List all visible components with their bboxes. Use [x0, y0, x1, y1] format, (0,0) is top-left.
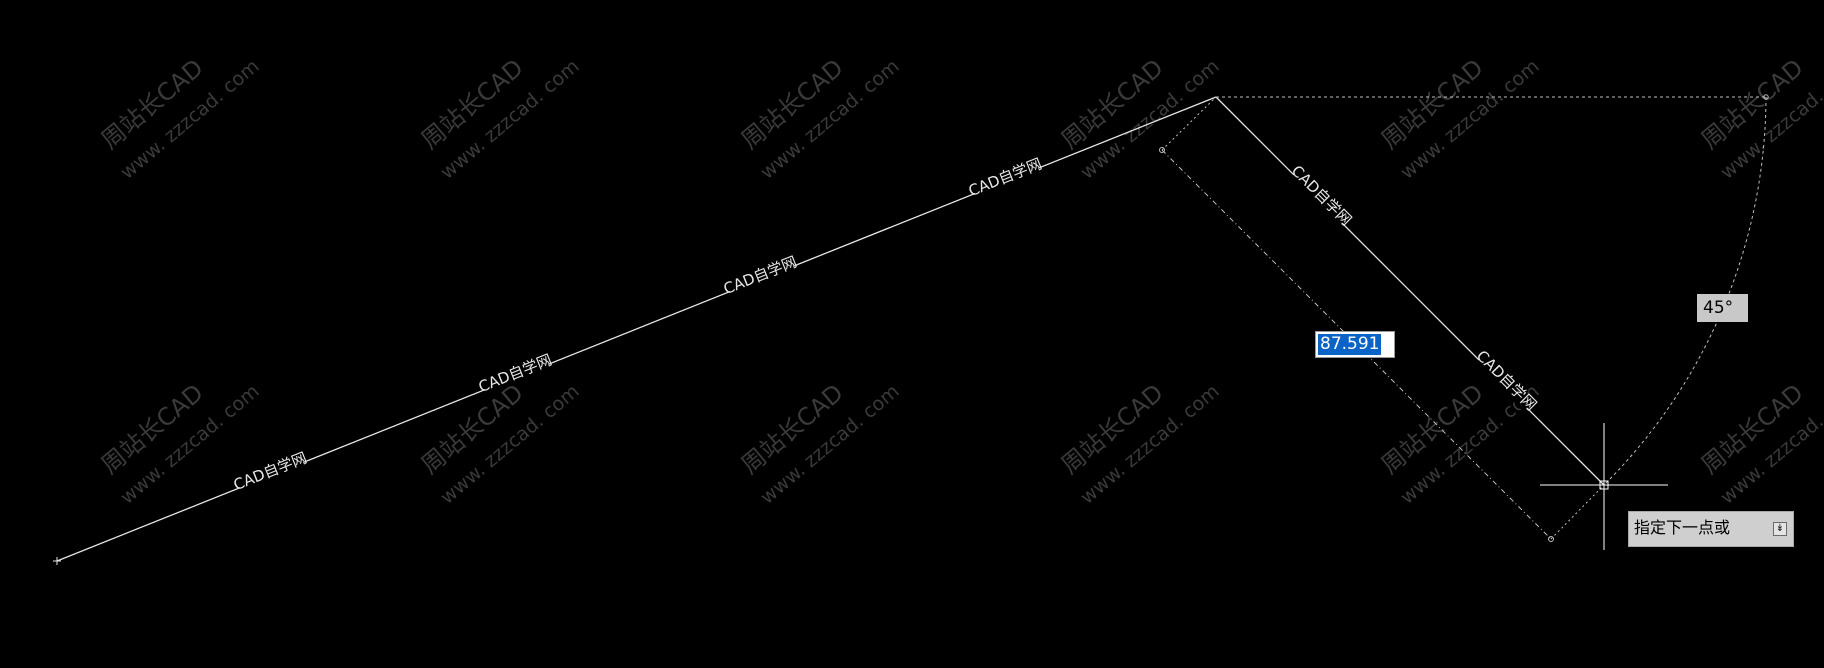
linetype-label-gap: [726, 257, 796, 298]
linetype-label-gap: [481, 355, 551, 396]
command-prompt-text: 指定下一点或: [1634, 518, 1731, 537]
extension-line-2: [1550, 484, 1605, 540]
dimension-endpoint-2: [1548, 536, 1554, 542]
dropdown-arrow-icon[interactable]: ↡: [1773, 522, 1787, 536]
linetype-label: CAD自学网: [1288, 162, 1355, 229]
linetype-label-gap: [1475, 352, 1535, 412]
linetype-label: CAD自学网: [966, 155, 1044, 200]
angle-input-field[interactable]: 45°: [1697, 294, 1748, 322]
linetype-label: CAD自学网: [721, 253, 799, 298]
linetype-label-gap: [236, 453, 306, 494]
linetype-label-gap: [971, 159, 1041, 200]
linetype-label: CAD自学网: [231, 449, 309, 494]
polyline-segment-2[interactable]: [1215, 96, 1605, 486]
command-prompt-tooltip[interactable]: 指定下一点或 ↡: [1628, 511, 1794, 547]
crosshair-cursor-icon: [1540, 423, 1668, 550]
distance-input-field[interactable]: 87.591: [1315, 331, 1395, 358]
linetype-label-gap: [1290, 167, 1350, 227]
dimension-endpoint-1: [1159, 147, 1165, 153]
dimension-line: [1161, 149, 1552, 540]
distance-value[interactable]: 87.591: [1318, 334, 1382, 355]
